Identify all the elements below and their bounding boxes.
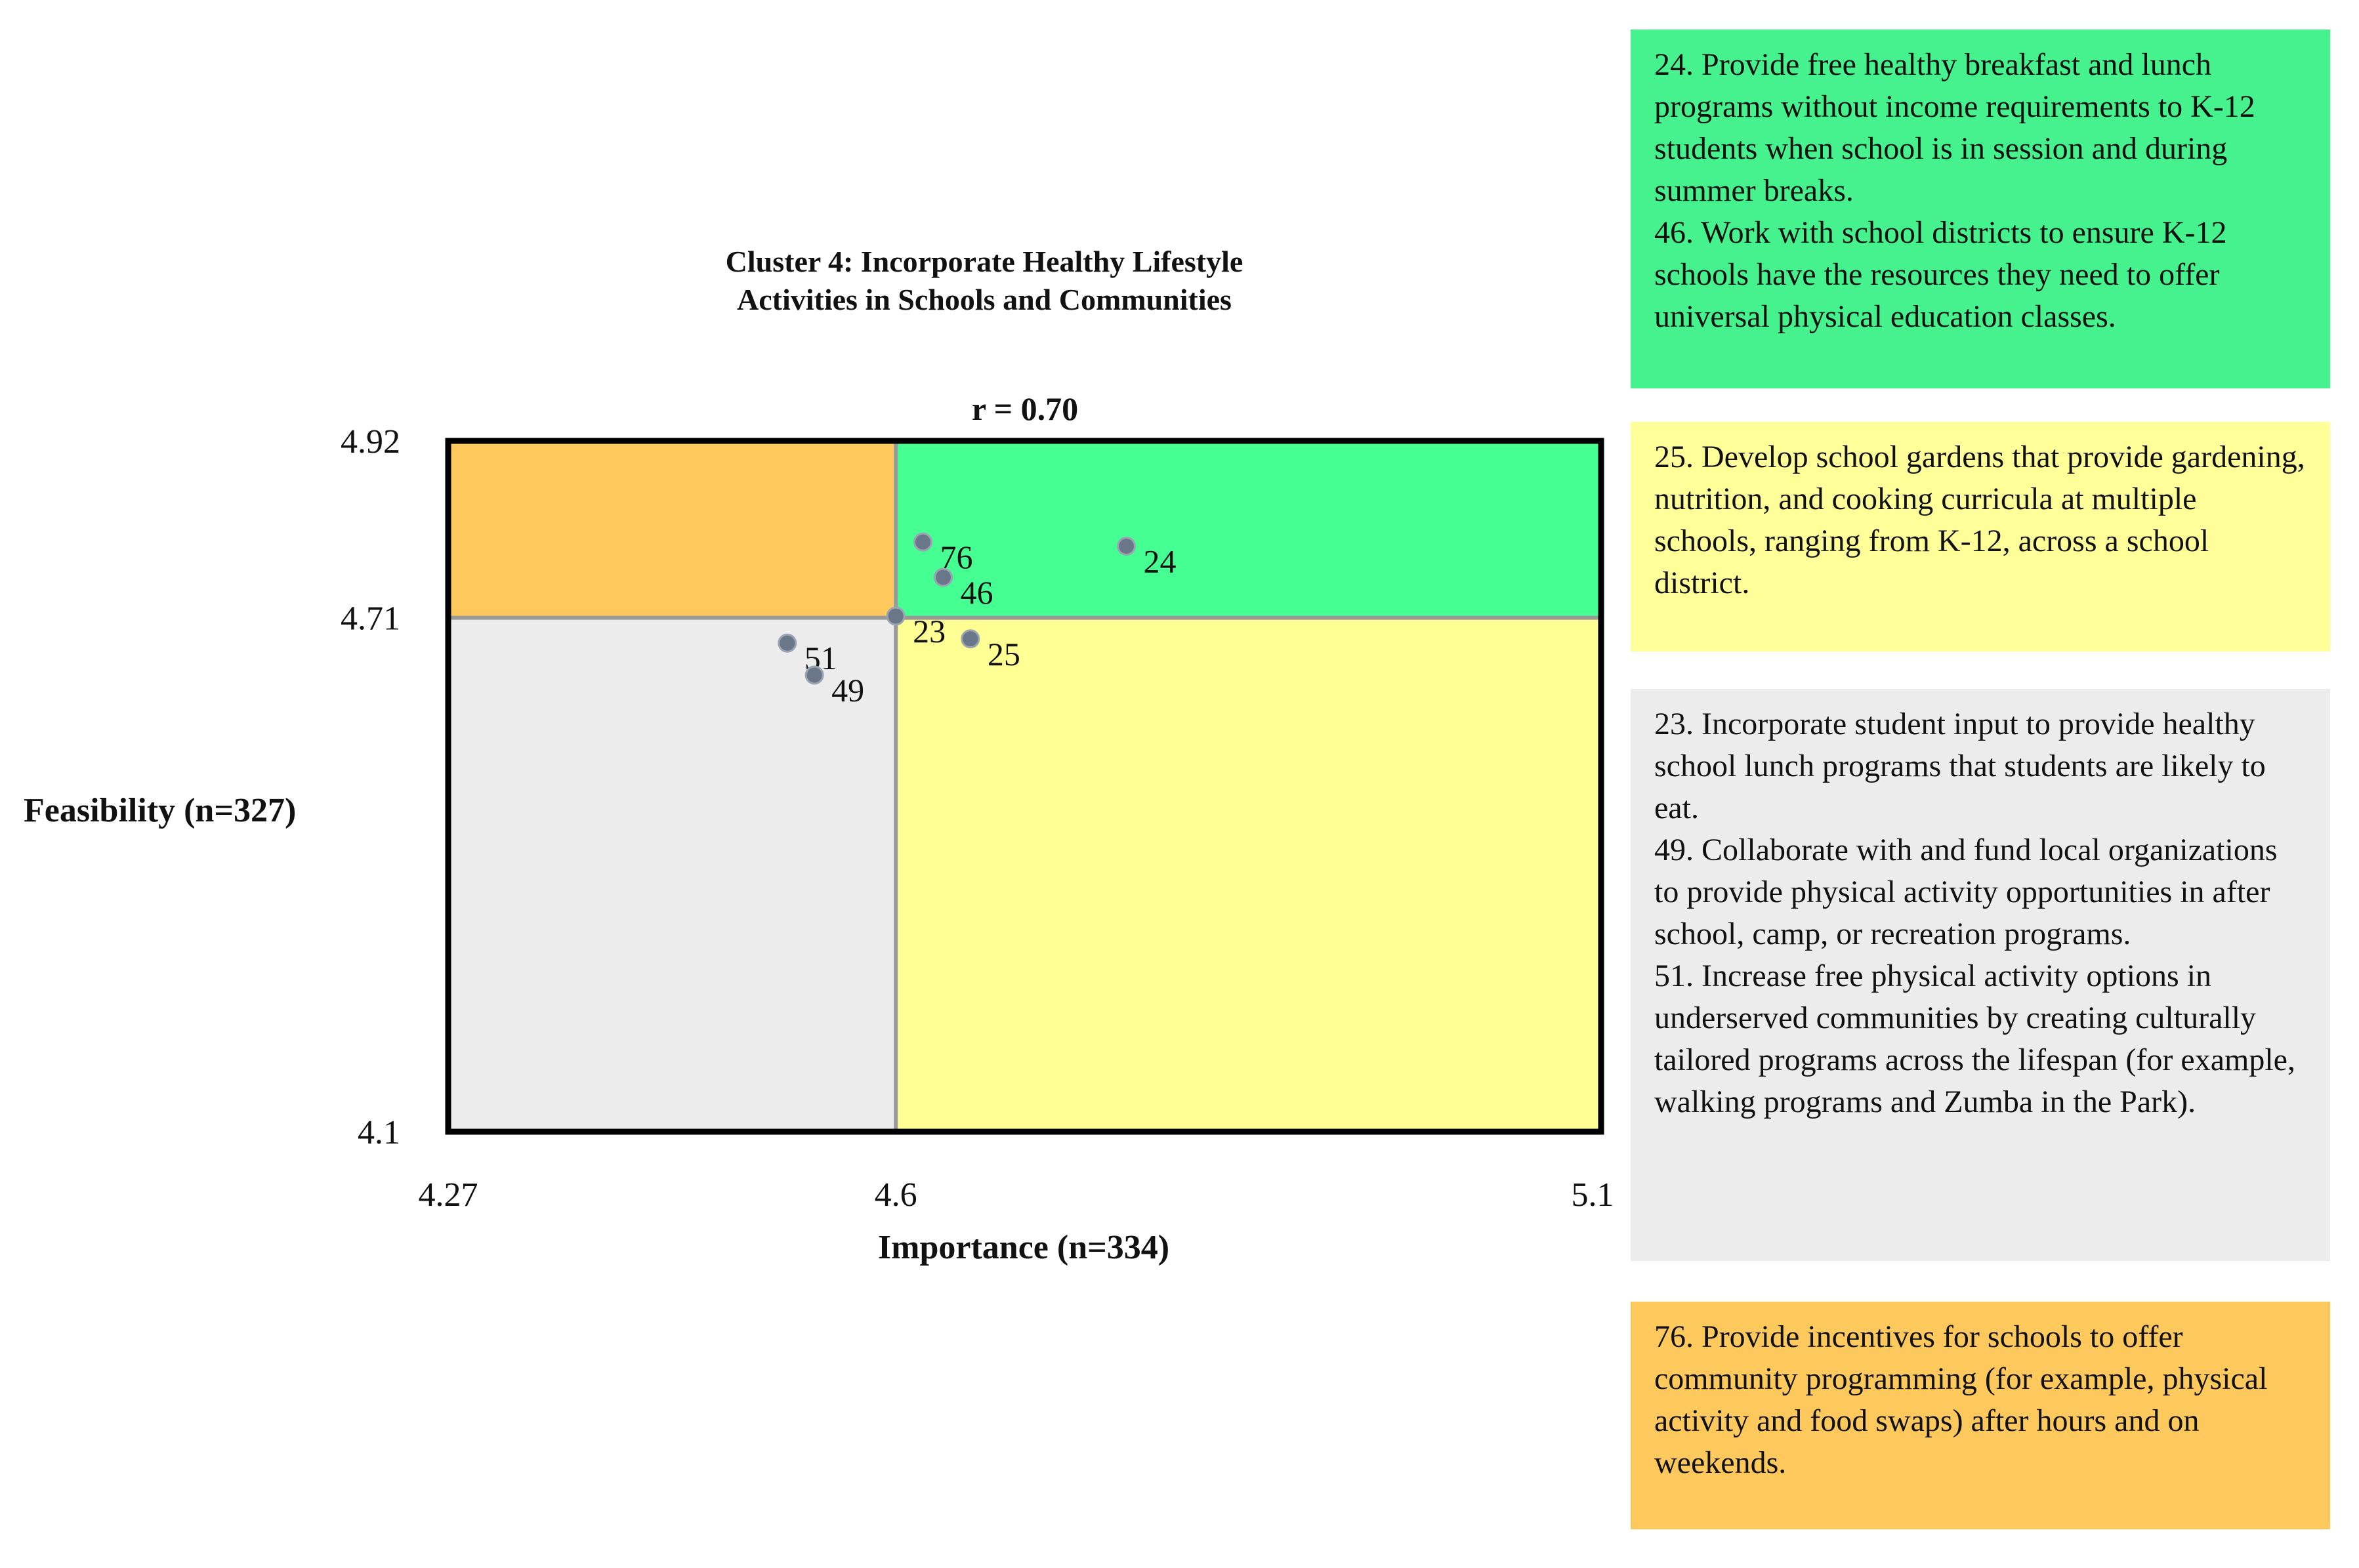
data-point-label-25: 25 <box>988 636 1020 672</box>
legend-box-orange: 76. Provide incentives for schools to of… <box>1631 1302 2330 1529</box>
legend-item-24: 24. Provide free healthy breakfast and l… <box>1654 47 2255 208</box>
data-point-51 <box>778 633 797 653</box>
x-tick-label: 4.6 <box>875 1176 917 1214</box>
legend-item-76: 76. Provide incentives for schools to of… <box>1654 1319 2268 1480</box>
chart-title-line-2: Activities in Schools and Communities <box>737 283 1232 316</box>
quadrant-bottom-left <box>448 617 896 1132</box>
legend-item-46: 46. Work with school districts to ensure… <box>1654 215 2227 334</box>
legend-item-51: 51. Increase free physical activity opti… <box>1654 959 2295 1119</box>
y-axis-label: Feasibility (n=327) <box>24 792 297 829</box>
data-point-label-24: 24 <box>1144 543 1177 580</box>
x-axis-label: Importance (n=334) <box>877 1229 1170 1266</box>
data-point-24 <box>1117 537 1137 556</box>
data-point-label-23: 23 <box>913 613 946 650</box>
data-point-76 <box>913 532 932 552</box>
y-tick-label: 4.92 <box>341 423 400 461</box>
legend-box-yellow: 25. Develop school gardens that provide … <box>1631 422 2330 651</box>
data-point-23 <box>886 606 906 626</box>
scatter-plot: 4.924.714.14.274.65.1276244623255149 <box>341 423 1615 1214</box>
plot-frame <box>445 438 1604 1135</box>
x-tick-label: 4.27 <box>419 1176 478 1214</box>
quadrant-top-right <box>896 441 1601 618</box>
x-tick-label: 5.12 <box>1572 1176 1615 1214</box>
legend-box-green: 24. Provide free healthy breakfast and l… <box>1631 30 2330 388</box>
legend-box-gray: 23. Incorporate student input to provide… <box>1631 689 2330 1261</box>
data-point-label-49: 49 <box>831 672 864 709</box>
quadrant-bottom-right <box>896 617 1601 1132</box>
data-point-46 <box>933 567 953 587</box>
legend-item-23: 23. Incorporate student input to provide… <box>1654 707 2266 825</box>
legend-item-49: 49. Collaborate with and fund local orga… <box>1654 833 2278 951</box>
quadrant-top-left <box>448 441 896 618</box>
y-tick-label: 4.71 <box>341 600 400 638</box>
chart-title-line-1: Cluster 4: Incorporate Healthy Lifestyle <box>725 245 1243 278</box>
data-point-49 <box>804 665 824 685</box>
data-point-label-46: 46 <box>960 574 993 611</box>
chart-title: Cluster 4: Incorporate Healthy Lifestyle… <box>591 243 1378 319</box>
correlation-label: r = 0.70 <box>971 390 1079 427</box>
data-point-25 <box>961 629 980 649</box>
legend-item-25: 25. Develop school gardens that provide … <box>1654 440 2305 600</box>
y-tick-label: 4.1 <box>358 1114 400 1151</box>
